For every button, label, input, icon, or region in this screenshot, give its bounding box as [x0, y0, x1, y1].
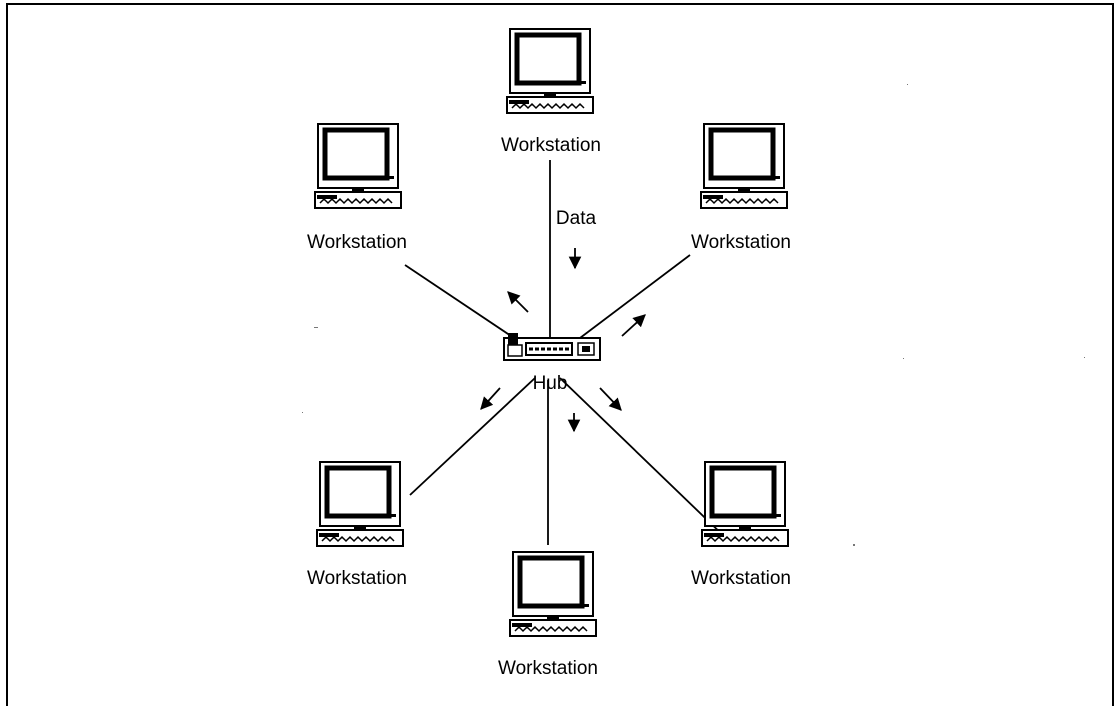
workstation-upper-left: Workstation — [307, 124, 407, 253]
workstation-label: Workstation — [498, 658, 598, 679]
scan-specks — [302, 84, 1085, 546]
workstation-top: Workstation — [501, 29, 601, 156]
network-hub-icon — [503, 333, 601, 361]
workstation-upper-right: Workstation — [691, 124, 791, 253]
arrow-icon — [507, 291, 529, 313]
data-label: Data — [556, 208, 597, 229]
computer-monitor-keyboard-icon — [315, 124, 401, 208]
arrow-icon — [621, 314, 646, 337]
computer-monitor-keyboard-icon — [317, 462, 403, 546]
computer-monitor-keyboard-icon — [510, 552, 596, 636]
workstation-lower-left: Workstation — [307, 462, 407, 589]
workstation-label: Workstation — [307, 232, 407, 253]
workstation-label: Workstation — [307, 568, 407, 589]
link-upper-right — [579, 254, 691, 339]
link-upper-left — [404, 264, 521, 343]
workstation-bottom: Workstation — [498, 552, 598, 679]
connection-lines — [404, 160, 729, 545]
hub-label: Hub — [533, 373, 568, 394]
arrow-icon — [599, 387, 622, 411]
diagram-frame — [6, 3, 1114, 706]
workstation-label: Workstation — [691, 568, 791, 589]
computer-monitor-keyboard-icon — [701, 124, 787, 208]
arrow-icon — [480, 387, 501, 410]
computer-monitor-keyboard-icon — [507, 29, 593, 113]
link-lower-left — [409, 377, 536, 496]
workstation-label: Workstation — [501, 135, 601, 156]
data-flow-arrows — [480, 248, 646, 433]
workstation-lower-right: Workstation — [691, 462, 791, 589]
workstation-label: Workstation — [691, 232, 791, 253]
computer-monitor-keyboard-icon — [702, 462, 788, 546]
link-lower-right — [559, 377, 729, 541]
